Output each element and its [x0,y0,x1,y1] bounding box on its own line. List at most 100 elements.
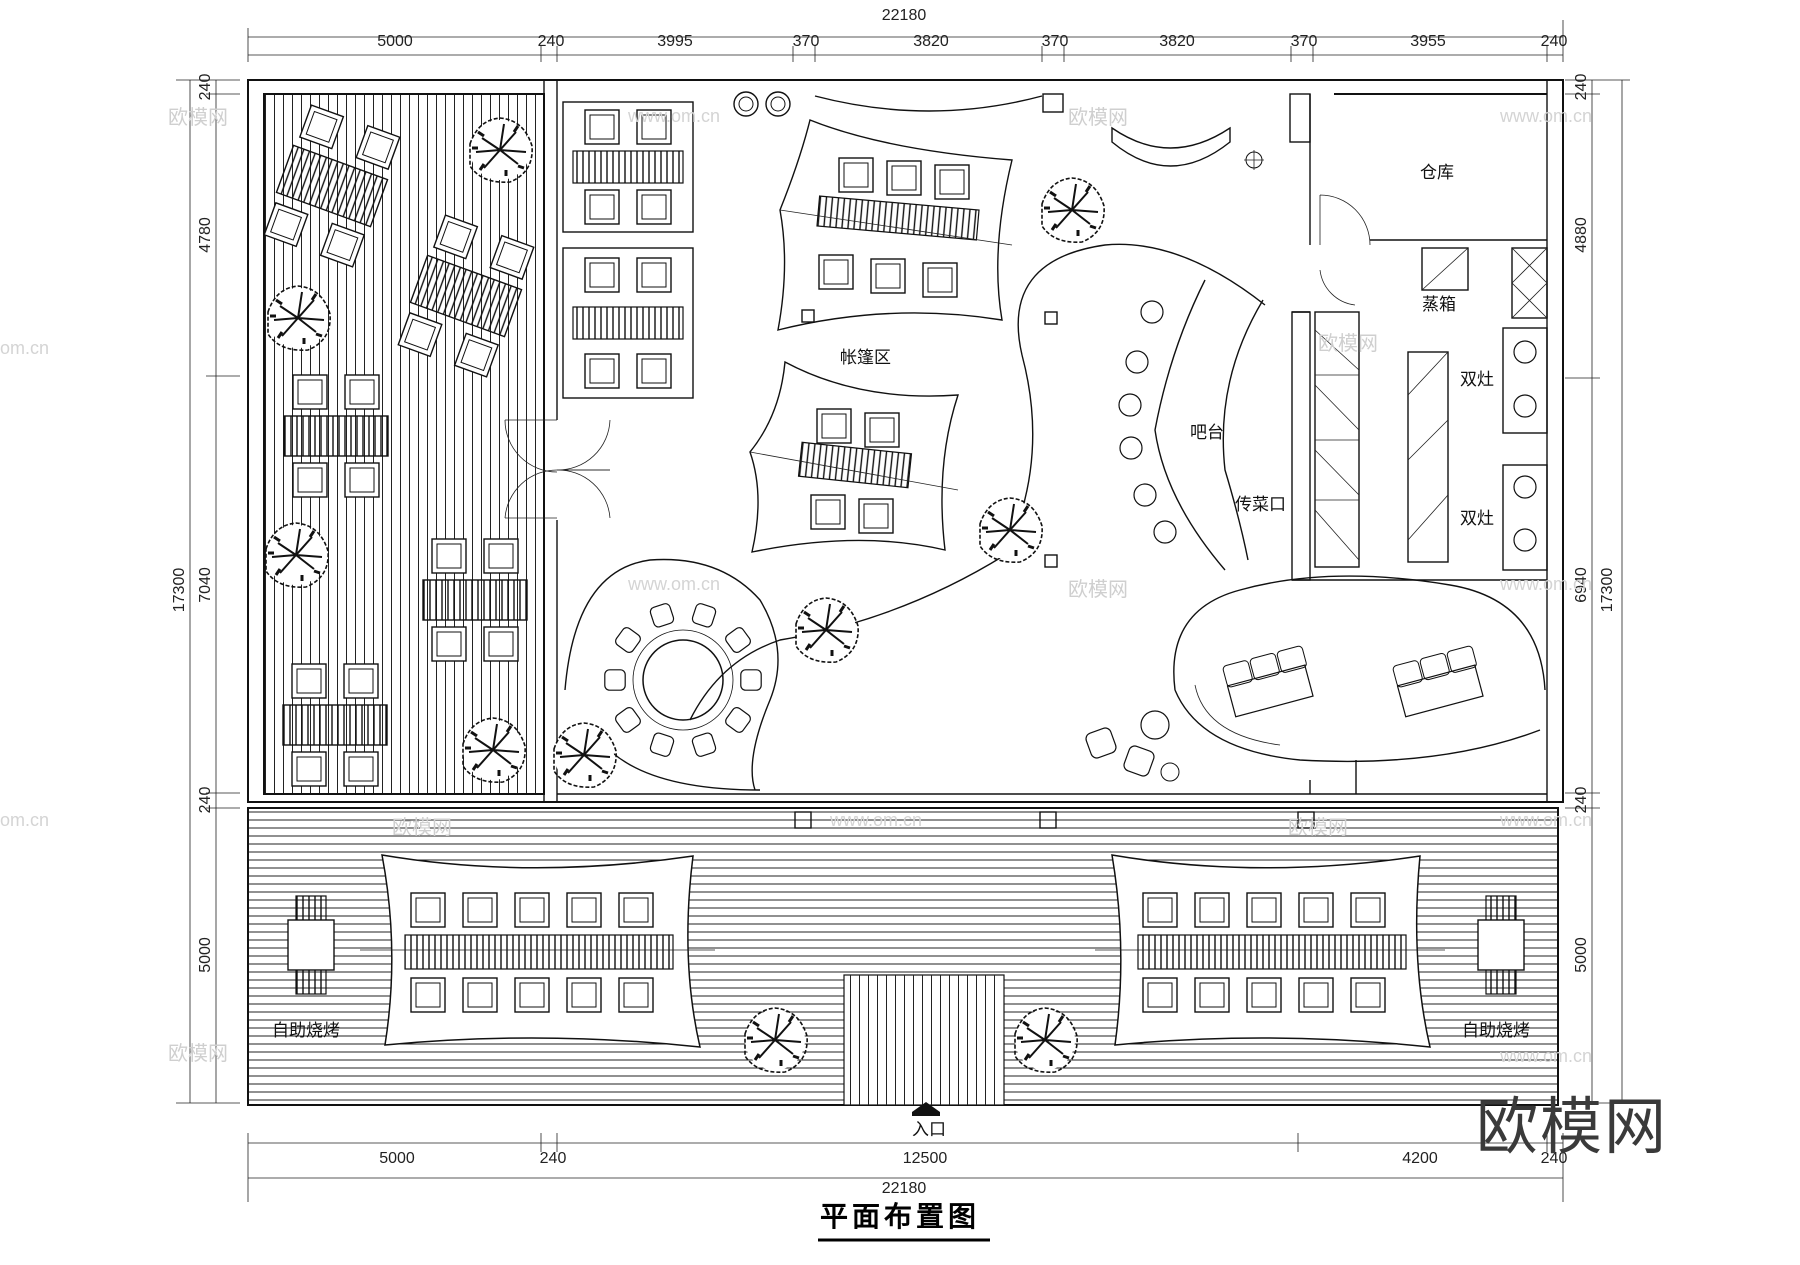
dim-left-4: 240 [197,787,214,814]
chair [691,732,717,757]
watermark-brand: 欧模网 [1068,577,1128,601]
brand-logo: 欧模网 [1476,1090,1668,1163]
double-door[interactable] [504,419,611,519]
watermark-url-short: om.cn [0,810,49,830]
label-bar: 吧台 [1190,423,1224,443]
chair [462,977,498,1013]
dim-top-10: 240 [1541,33,1568,50]
dimension-top: 22180 5000 240 3995 370 3820 370 3820 37… [247,7,1568,62]
chair [691,603,717,628]
dim-bottom-1: 5000 [379,1150,415,1167]
dim-top-8: 370 [1291,33,1318,50]
dimension-bottom: 5000 240 12500 4200 240 22180 [247,1133,1568,1202]
watermark-brand: 欧模网 [1318,331,1378,355]
watermark-brand: 欧模网 [392,815,452,839]
lounge-chairs [1085,710,1180,782]
watermark-url: www.om.cn [1499,1046,1592,1066]
deck-dining-set-3 [283,374,389,498]
dim-right-3: 6940 [1573,567,1590,603]
dim-right-2: 4880 [1573,217,1590,253]
front-pillars [794,811,1315,829]
deck-dining-set-2 [397,214,535,378]
tree-icon [794,596,860,664]
chair [1142,977,1178,1013]
tent-1 [777,119,1013,331]
chair [649,732,675,757]
dim-left-1: 240 [197,74,214,101]
watermark-url: www.om.cn [627,574,720,594]
label-pass-window: 传菜口 [1235,495,1286,515]
tent-2 [749,360,959,553]
chair [615,707,641,733]
dim-top-3: 3995 [657,33,693,50]
round-dining-table [604,603,762,757]
chair [514,892,550,928]
dim-bottom-5: 240 [1541,1150,1568,1167]
chair [410,977,446,1013]
dim-bottom-3: 12500 [903,1150,948,1167]
chair [514,977,550,1013]
dimension-left: 240 4780 7040 240 5000 17300 [171,74,240,1104]
dim-top-total: 22180 [882,7,927,24]
chair [1350,977,1386,1013]
chair [1246,977,1282,1013]
chair [566,892,602,928]
booth-table-1 [562,101,694,233]
chair [1142,892,1178,928]
label-steamer: 蒸箱 [1422,295,1456,315]
chair [615,627,641,653]
label-entrance: 入口 [912,1120,946,1140]
lounge-area [1173,575,1546,794]
chair [618,977,654,1013]
big-tent-right [1095,854,1445,1048]
label-bbq-right: 自助烧烤 [1462,1021,1530,1041]
watermark-url-short: om.cn [0,338,49,358]
kitchen [1291,94,1548,581]
dim-right-4: 240 [1573,787,1590,814]
tree-icon [1040,176,1106,244]
watermark-brand: 欧模网 [168,105,228,129]
chair [725,627,751,653]
watermark-url: www.om.cn [1499,106,1592,126]
chair [566,977,602,1013]
dim-right-1: 240 [1573,74,1590,101]
label-bbq-left: 自助烧烤 [272,1021,340,1041]
dim-bottom-4: 4200 [1402,1150,1438,1167]
chair [725,707,751,733]
sofa [1111,126,1264,170]
planter-pots [733,91,791,117]
chair [1298,977,1334,1013]
dim-right-total: 17300 [1599,568,1616,613]
plan-title: 平面布置图 [820,1200,980,1233]
watermark-url: www.om.cn [1499,810,1592,830]
exterior-walls [247,79,1564,803]
big-tent-left [360,854,715,1048]
dim-top-7: 3820 [1159,33,1195,50]
entrance-marker-icon [912,1102,940,1116]
dim-left-3: 7040 [197,567,214,603]
watermark-layer: 欧模网 欧模网 欧模网 欧模网 欧模网 欧模网 欧模网 www.om.cn ww… [0,105,1592,1066]
watermark-url: www.om.cn [627,106,720,126]
bbq-left [287,895,335,995]
label-double-stove-2: 双灶 [1460,509,1494,529]
dim-top-4: 370 [793,33,820,50]
dim-top-9: 3955 [1410,33,1446,50]
chair [618,892,654,928]
dimension-right: 240 4880 6940 240 5000 17300 [1565,74,1630,1104]
chair [462,892,498,928]
label-double-stove-1: 双灶 [1460,370,1494,390]
chair [604,669,626,691]
chair [1194,977,1230,1013]
deck-dining-set-5 [282,663,388,787]
chair [649,603,675,628]
dim-bottom-2: 240 [540,1150,567,1167]
dim-left-5: 5000 [197,937,214,973]
dim-top-6: 370 [1042,33,1069,50]
dim-bottom-total: 22180 [882,1180,927,1197]
deck-dining-set-1 [263,104,401,268]
dim-top-5: 3820 [913,33,949,50]
dim-left-2: 4780 [197,217,214,253]
chair [1298,892,1334,928]
tree-icon [552,721,618,789]
dim-top-1: 5000 [377,33,413,50]
